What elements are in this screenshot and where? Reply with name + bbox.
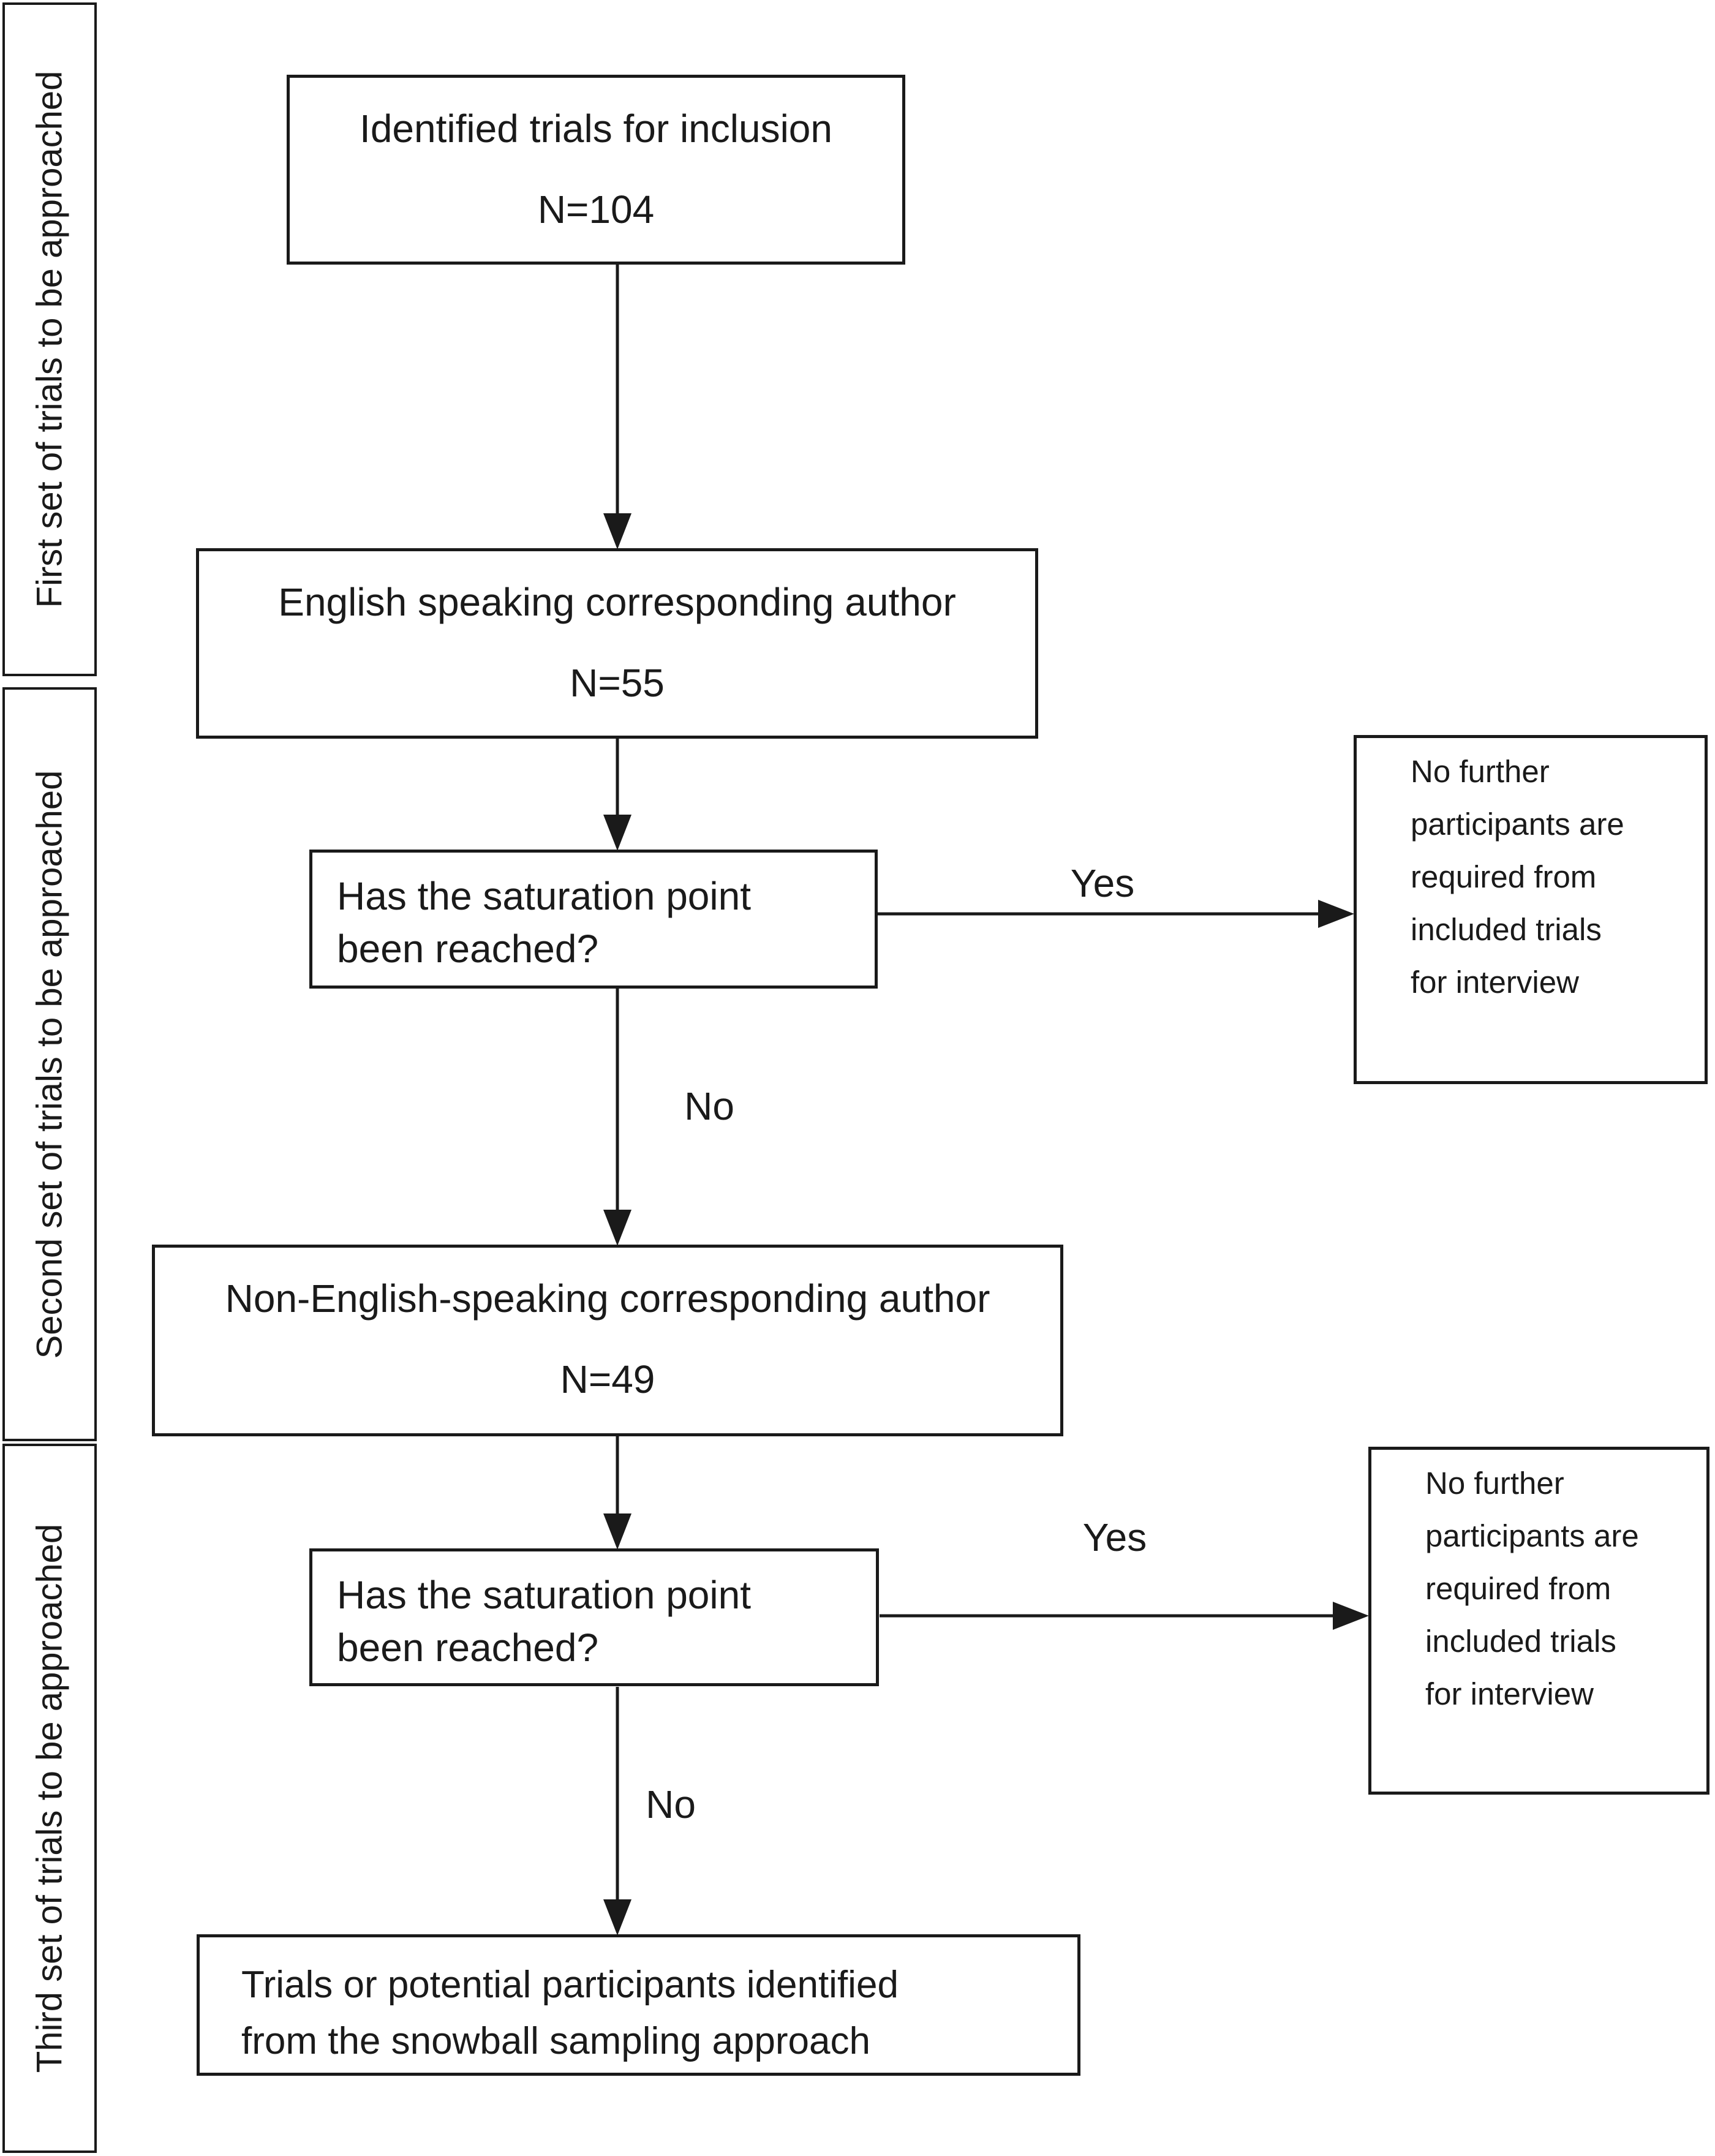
no-further-2-line: No further — [1425, 1466, 1564, 1501]
snowball-line2: from the snowball sampling approach — [241, 2020, 870, 2062]
english-author-title: English speaking corresponding author — [278, 580, 956, 624]
flow-box-identified-trials: Identified trials for inclusion N=104 — [287, 75, 905, 265]
saturation-2-line1: Has the saturation point — [337, 1573, 751, 1617]
no-further-2-line: for interview — [1425, 1676, 1594, 1711]
section-label-first-set: First set of trials to be approached — [2, 2, 97, 676]
no-further-2-line: required from — [1425, 1571, 1611, 1606]
no-further-2-line: included trials — [1425, 1624, 1616, 1659]
decision-box-saturation-2: Has the saturation point been reached? — [309, 1548, 879, 1686]
no-further-2-line: participants are — [1425, 1518, 1639, 1553]
decision-box-saturation-1: Has the saturation point been reached? — [309, 850, 878, 989]
arrowhead-saturation1-to-nonenglish — [603, 1210, 631, 1246]
section-label-third-set: Third set of trials to be approached — [2, 1444, 97, 2153]
section-label-third-set-text: Third set of trials to be approached — [29, 1523, 70, 2073]
no-further-1-line: for interview — [1411, 965, 1579, 1000]
non-english-author-title: Non-English-speaking corresponding autho… — [225, 1276, 990, 1321]
edge-label-no-2: No — [646, 1782, 696, 1826]
arrowhead-saturation1-to-nofurther1 — [1318, 900, 1354, 928]
identified-trials-count: N=104 — [537, 187, 655, 232]
section-label-second-set-text: Second set of trials to be approached — [29, 770, 70, 1359]
saturation-1-line1: Has the saturation point — [337, 874, 751, 918]
edge-label-yes-2: Yes — [1082, 1515, 1147, 1559]
flow-box-no-further-1: No further participants are required fro… — [1354, 735, 1708, 1084]
arrowhead-identified-to-english — [603, 513, 631, 549]
snowball-line1: Trials or potential participants identif… — [241, 1964, 899, 2006]
arrowhead-nonenglish-to-saturation2 — [603, 1513, 631, 1550]
no-further-1-line: required from — [1411, 859, 1597, 894]
flow-box-non-english-author: Non-English-speaking corresponding autho… — [152, 1245, 1063, 1436]
saturation-1-line2: been reached? — [337, 927, 599, 971]
edge-label-no-1: No — [684, 1084, 734, 1128]
edge-label-yes-1: Yes — [1070, 861, 1135, 905]
flow-box-snowball: Trials or potential participants identif… — [197, 1934, 1080, 2076]
section-label-second-set: Second set of trials to be approached — [2, 687, 97, 1441]
no-further-1-line: No further — [1411, 754, 1550, 789]
identified-trials-title: Identified trials for inclusion — [360, 107, 832, 151]
arrowhead-saturation2-to-nofurther2 — [1333, 1602, 1369, 1630]
english-author-count: N=55 — [570, 661, 665, 705]
arrowhead-saturation2-to-snowball — [603, 1899, 631, 1936]
no-further-1-line: included trials — [1411, 912, 1602, 947]
arrowhead-english-to-saturation1 — [603, 815, 631, 851]
flow-box-english-author: English speaking corresponding author N=… — [196, 548, 1038, 739]
section-label-first-set-text: First set of trials to be approached — [29, 70, 70, 608]
flow-box-no-further-2: No further participants are required fro… — [1368, 1447, 1709, 1795]
saturation-2-line2: been reached? — [337, 1626, 599, 1670]
no-further-1-line: participants are — [1411, 807, 1624, 842]
non-english-author-count: N=49 — [560, 1357, 655, 1401]
